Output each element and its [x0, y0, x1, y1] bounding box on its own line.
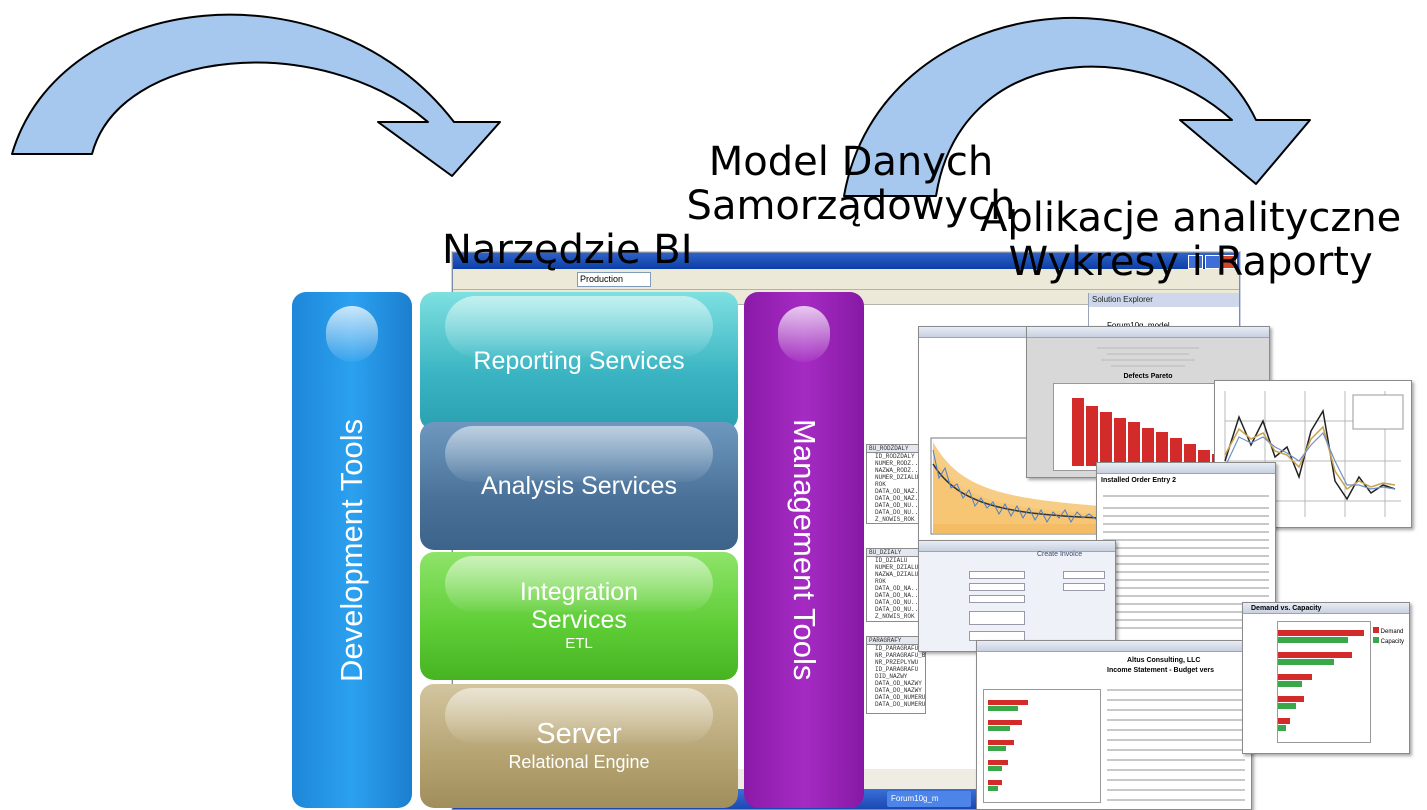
demand-capacity-screenshot: Demand vs. Capacity Demand Capacity [1242, 602, 1410, 754]
server-block: Server Relational Engine [420, 684, 738, 808]
table-column: ID_PARAGRAFU [875, 666, 919, 673]
table-column: ROK [875, 578, 886, 585]
small-capacity-bars [988, 700, 1028, 791]
table-column: NUMER_RODZ... [875, 460, 922, 467]
window-titlebar [919, 541, 1115, 552]
table-column: Z_NOWIS_ROK [875, 613, 915, 620]
table-column: ID_DZIALU [875, 557, 908, 564]
relational-engine-label: Relational Engine [508, 752, 650, 772]
table-column: DATA_DO_NU... [875, 509, 922, 516]
income-title: Income Statement - Budget vers [1107, 667, 1214, 674]
table-column: DATA_DO_NAZWY [875, 687, 922, 694]
table-column: ID_RODZDALY [875, 453, 915, 460]
analysis-services-block: Analysis Services [420, 422, 738, 550]
table-column: NR_PRZEPLYWU [875, 659, 919, 666]
invoice-title: Create Invoice [1037, 551, 1083, 558]
table-header: BU_DZIALY [867, 549, 927, 557]
table-column: ROK [875, 481, 886, 488]
analysis-services-label: Analysis Services [481, 472, 677, 500]
legend-demand: Demand [1380, 629, 1404, 635]
analytic-apps-caption-line1: Aplikacje analityczne [980, 195, 1402, 241]
integration-services-label-line1: Integration [519, 578, 639, 606]
invoice-form-screenshot: Create Invoice [918, 540, 1116, 652]
table-column: NAZWA_RODZ... [875, 467, 922, 474]
pareto-title: Defects Pareto [1123, 373, 1173, 380]
development-tools-label: Development Tools [334, 418, 369, 682]
table-column: DATA_OD_NAZ... [875, 488, 926, 495]
table-column: Z_NOWIS_ROK [875, 516, 915, 523]
configuration-combo[interactable]: Production [577, 272, 651, 287]
moving-average-lines [1224, 391, 1404, 517]
table-bu-rodzdaly: BU_RODZDALY ID_RODZDALY NUMER_RODZ... NA… [866, 444, 928, 524]
table-column: ID_PARAGRAFU [875, 645, 919, 652]
bi-tool-caption: Narzędzie BI [442, 227, 693, 273]
window-titlebar [1027, 327, 1269, 338]
solution-explorer-title: Solution Explorer [1089, 293, 1239, 307]
etl-label: ETL [565, 635, 593, 652]
data-model-caption-line1: Model Danych [708, 139, 994, 185]
table-column: DATA_DO_NU... [875, 606, 922, 613]
capacity-bars [1278, 630, 1364, 731]
table-header: PARAGRAFY [867, 637, 925, 645]
table-header: BU_RODZDALY [867, 445, 927, 453]
integration-services-block: Integration Services ETL [420, 552, 738, 680]
table-column: DATA_OD_NA... [875, 585, 922, 592]
window-titlebar [1243, 603, 1409, 614]
table-column: DATA_DO_NAZ... [875, 495, 926, 502]
table-column: DATA_OD_NU... [875, 502, 922, 509]
window-titlebar [1097, 463, 1275, 474]
curved-arrow-left [11, 13, 501, 177]
capacity-title: Demand vs. Capacity [1251, 605, 1322, 612]
table-column: NAZWA_DZIALU [875, 571, 919, 578]
order-title: Installed Order Entry 2 [1101, 477, 1177, 484]
management-tools-label: Management Tools [787, 419, 822, 681]
table-column: NUMER_DZIALU [875, 564, 919, 571]
data-model-caption: Model Danych Samorządowych [676, 140, 1026, 228]
window-titlebar [453, 253, 1239, 269]
taskbar-item[interactable]: Forum10g_m [887, 791, 971, 807]
table-column: DATA_DO_NA... [875, 592, 922, 599]
analytic-apps-caption: Aplikacje analityczne Wykresy i Raporty [980, 196, 1401, 284]
data-model-caption-line2: Samorządowych [686, 183, 1016, 229]
analytic-apps-caption-line2: Wykresy i Raporty [1008, 239, 1373, 285]
reporting-services-label: Reporting Services [473, 347, 685, 375]
table-column: DATA_OD_NAZWY [875, 680, 922, 687]
reporting-services-block: Reporting Services [420, 292, 738, 430]
table-column: DATA_OD_NUMERU [875, 694, 926, 701]
income-statement-screenshot: Altus Consulting, LLC Income Statement -… [976, 640, 1252, 810]
ide-toolbar: Production [453, 269, 1239, 290]
minimize-icon[interactable] [1188, 255, 1203, 269]
legend-capacity: Capacity [1380, 639, 1405, 645]
maximize-icon[interactable] [1205, 255, 1220, 269]
integration-services-label-line2: Services [531, 606, 627, 634]
server-label: Server [536, 718, 622, 750]
table-column: DATA_OD_NU... [875, 599, 922, 606]
window-titlebar [919, 327, 1109, 338]
curved-arrow-right [843, 17, 1311, 197]
capacity-legend: Demand Capacity [1373, 627, 1404, 647]
table-bu-dzialy: BU_DZIALY ID_DZIALU NUMER_DZIALU NAZWA_D… [866, 548, 928, 622]
table-column: DATA_DO_NUMERU [875, 701, 926, 708]
table-paragrafy: PARAGRAFY ID_PARAGRAFU NR_PARAGRAFU_B...… [866, 636, 926, 714]
table-column: DID_NAZWY [875, 673, 908, 680]
management-tools-pillar: Management Tools [744, 292, 864, 808]
company-name: Altus Consulting, LLC [1127, 657, 1201, 664]
solution-node[interactable]: Forum10g_model [1089, 307, 1239, 330]
window-titlebar [977, 641, 1251, 652]
table-column: NR_PARAGRAFU_B... [875, 652, 926, 659]
close-icon[interactable] [1222, 255, 1237, 269]
development-tools-pillar: Development Tools [292, 292, 412, 808]
table-column: NUMER_DZIALU [875, 474, 919, 481]
